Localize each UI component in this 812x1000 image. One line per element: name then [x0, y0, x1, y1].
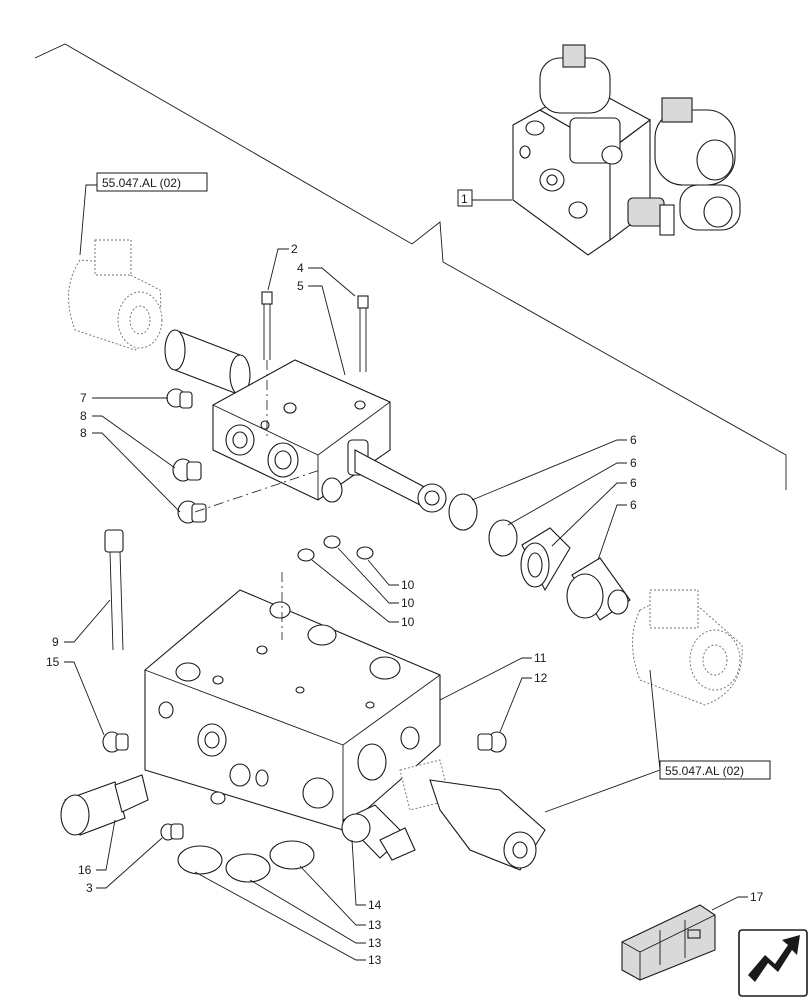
callout-16: 16: [78, 863, 92, 877]
o-ring-13-c: [269, 840, 315, 870]
callout-10-b: 10: [401, 596, 415, 610]
callout-10-a: 10: [401, 578, 415, 592]
plug-7: [166, 388, 193, 409]
assembly-ref-box[interactable]: [457, 189, 473, 207]
callout-numbers: 2 4 5 7 8 8 6 6 6 6 10 10 10 9 15 11 12 …: [46, 242, 764, 967]
callout-8-b: 8: [80, 426, 87, 440]
relief-valve-16: [60, 774, 149, 836]
callout-6-b: 6: [630, 456, 637, 470]
spool-armature: [354, 449, 447, 513]
spring-seat-6: [520, 527, 571, 592]
o-ring-13-a: [177, 845, 223, 875]
packaging-crate-17: [621, 904, 716, 981]
bolt-2: [261, 291, 273, 360]
ref-box-top-left[interactable]: [96, 172, 208, 192]
callout-6-c: 6: [630, 476, 637, 490]
callout-15: 15: [46, 655, 60, 669]
fitting-14: [341, 804, 416, 861]
ghost-solenoid-coil-right: [632, 589, 743, 706]
callout-12: 12: [534, 671, 548, 685]
plug-3: [160, 823, 184, 841]
upper-valve-body: [212, 359, 391, 503]
washer-10-a: [297, 548, 315, 562]
plug-8-a: [172, 458, 202, 482]
plug-15: [102, 731, 129, 753]
callout-2: 2: [291, 242, 298, 256]
washer-10-b: [323, 535, 341, 549]
callout-9: 9: [52, 635, 59, 649]
coil-cap-6: [566, 557, 631, 621]
callout-13-a: 13: [368, 918, 382, 932]
bolt-9: [104, 529, 124, 651]
assembled-valve-illustration: [512, 44, 741, 256]
next-page-arrow-icon[interactable]: [738, 929, 808, 997]
ghost-solenoid-coil-left: [68, 239, 163, 351]
o-ring-13-b: [225, 853, 271, 883]
o-ring-6-b: [488, 519, 518, 557]
o-ring-6-a: [448, 493, 478, 531]
bolt-4: [357, 295, 369, 372]
callout-13-c: 13: [368, 953, 382, 967]
callout-14: 14: [368, 898, 382, 912]
callout-10-c: 10: [401, 615, 415, 629]
callout-3: 3: [86, 881, 93, 895]
manifold-block-11: [144, 589, 441, 831]
callout-11: 11: [534, 651, 547, 665]
callout-17: 17: [750, 890, 764, 904]
washer-10-c: [356, 546, 374, 560]
callout-7: 7: [80, 391, 87, 405]
callout-13-b: 13: [368, 936, 382, 950]
callout-6-a: 6: [630, 433, 637, 447]
callout-4: 4: [297, 261, 304, 275]
plug-8-b: [177, 500, 207, 524]
ref-label-top-left: 55.047.AL (02): [102, 176, 181, 190]
section-frame-line: [34, 43, 787, 490]
callout-8-a: 8: [80, 409, 87, 423]
solenoid-tube: [164, 329, 251, 396]
ghost-connector: [399, 759, 546, 871]
callout-5: 5: [297, 279, 304, 293]
callout-6-d: 6: [630, 498, 637, 512]
ref-label-bottom-right: 55.047.AL (02): [665, 764, 744, 778]
assembly-ref-label: 1: [461, 192, 468, 206]
plug-12: [477, 731, 507, 753]
leader-lines: [64, 248, 748, 961]
